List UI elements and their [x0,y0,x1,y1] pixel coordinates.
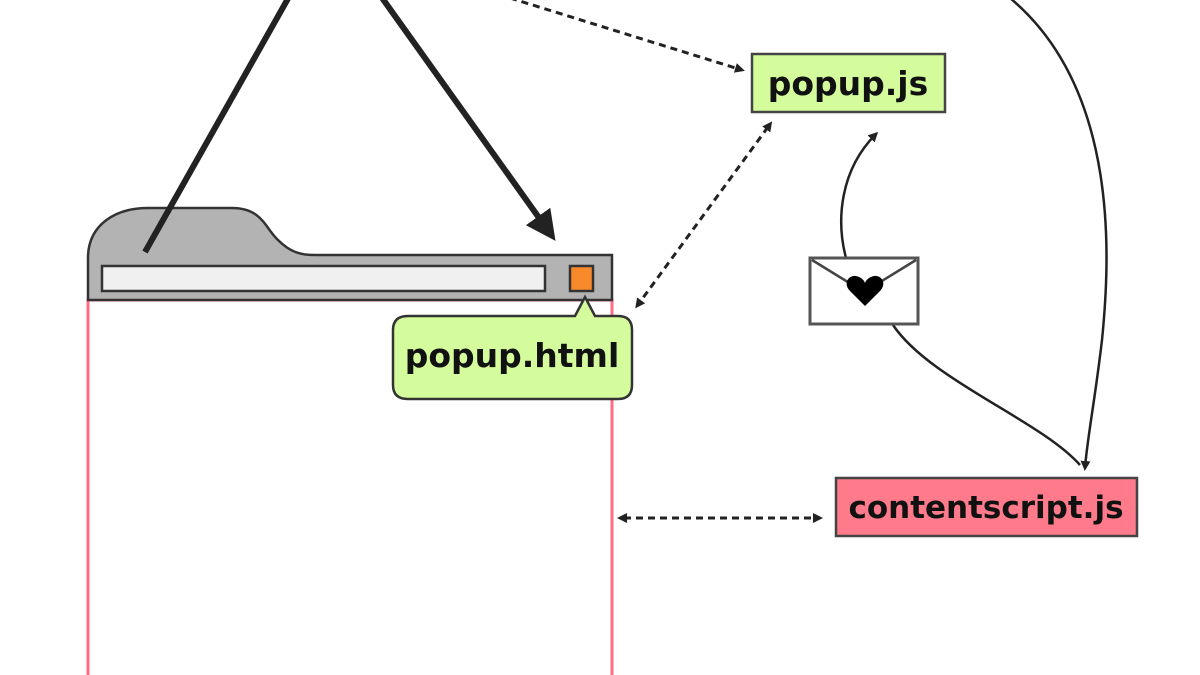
popup-js-box [750,52,947,114]
popup-js-label: popup.js [768,64,929,103]
curve-envelope-to-contentscript [891,324,1081,466]
popup-html-label: popup.html [405,336,620,375]
popup-html-bubble [391,294,634,401]
contentscript-js-box [834,476,1139,538]
connector-line [142,0,291,254]
dashed-arrow-to-popup-js [511,0,745,73]
extension-button-icon [568,264,595,293]
dashed-arrow-popup-js-popup-html [635,121,773,309]
contentscript-js-label: contentscript.js [848,490,1123,526]
address-bar [100,264,547,293]
curve-envelope-to-popup-js [840,131,879,259]
connector-arrow [379,0,556,241]
curve-to-contentscript [1010,0,1108,471]
envelope-heart-icon [808,256,920,326]
